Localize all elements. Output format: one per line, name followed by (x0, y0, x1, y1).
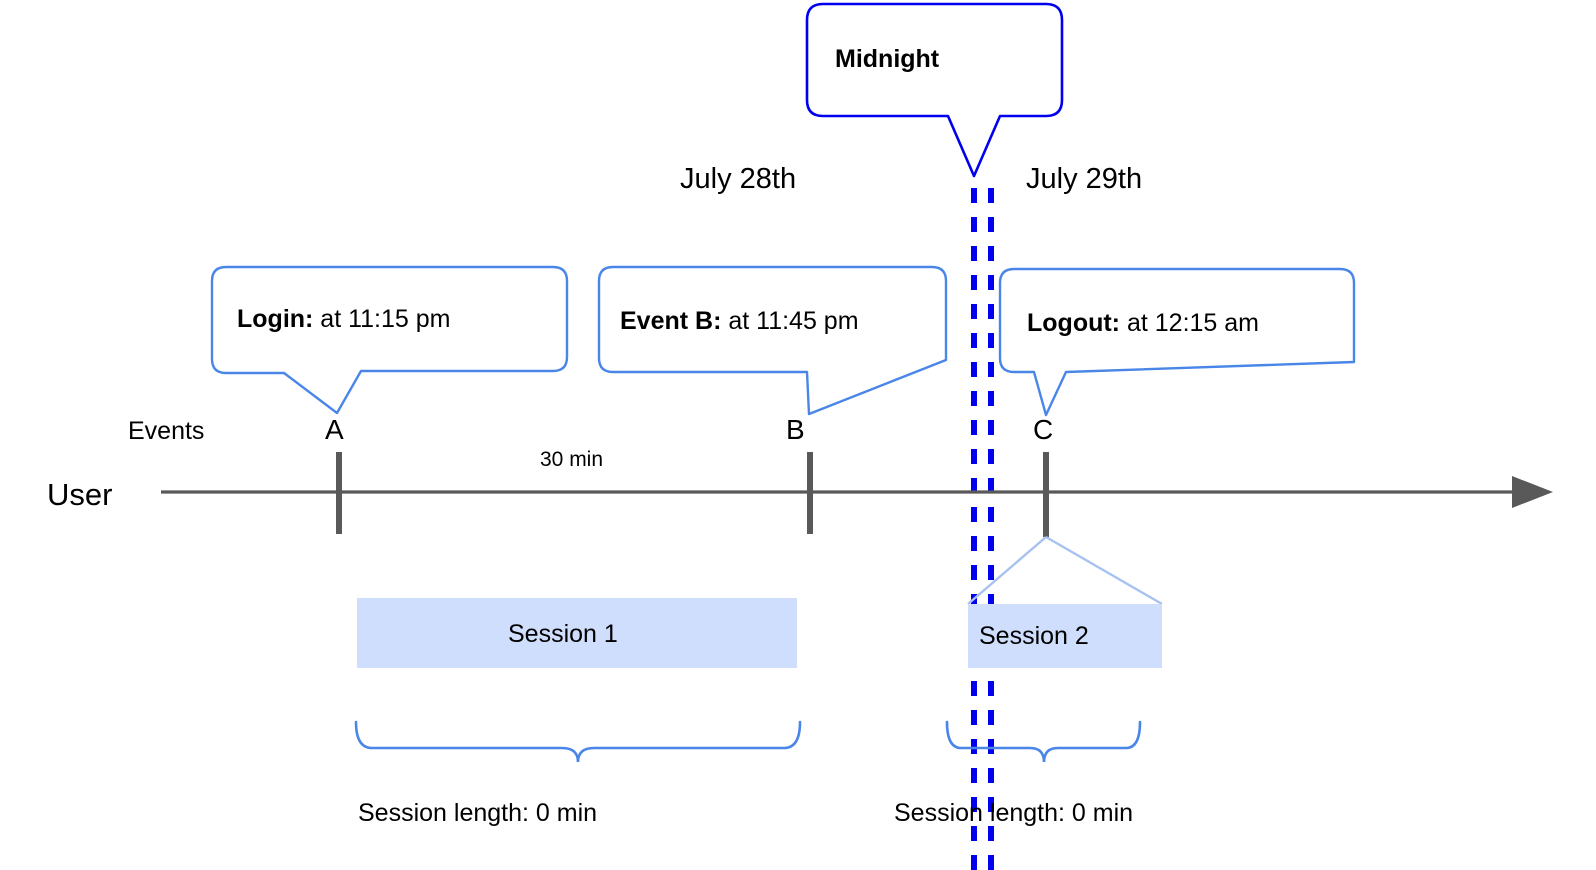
timeline-axis (161, 476, 1553, 508)
logout-callout-shape (998, 267, 1356, 417)
session-1-length-label: Session length: 0 min (358, 799, 598, 827)
timeline-arrowhead-icon (1512, 476, 1553, 508)
callout-bold-logout: Logout: (1027, 309, 1121, 337)
midnight-label: Midnight (835, 45, 940, 73)
session-1-label: Session 1 (508, 620, 618, 648)
user-row-label: User (47, 477, 113, 512)
session-2-length-label: Session length: 0 min (894, 799, 1134, 827)
midnight-dashed-lines (971, 188, 994, 870)
callout-bold-eventb: Event B: (620, 307, 722, 335)
callout-rest-login: at 11:15 pm (313, 305, 451, 333)
event-ticks (336, 452, 1049, 537)
interval-label-30min: 30 min (540, 448, 604, 471)
fan-line-right (1045, 535, 1163, 606)
events-row-label: Events (128, 417, 205, 445)
callout-bold-login: Login: (237, 305, 314, 333)
point-label-b: B (786, 414, 805, 445)
session-2-brace (945, 720, 1142, 763)
date-label-july-29: July 29th (1026, 163, 1143, 195)
callout-text-logout: Logout: at 12:15 am (1027, 311, 1259, 336)
session-1-bar (357, 598, 797, 668)
session-2-label: Session 2 (979, 622, 1089, 650)
callout-text-eventb: Event B: at 11:45 pm (620, 309, 859, 334)
session2-fan-lines (967, 535, 1163, 606)
callout-rest-eventb: at 11:45 pm (721, 307, 859, 335)
point-label-a: A (325, 414, 344, 445)
callout-rest-logout: at 12:15 am (1120, 309, 1259, 337)
login-callout-shape (210, 265, 569, 415)
date-label-july-28: July 28th (680, 163, 797, 195)
eventb-callout-shape (597, 265, 948, 416)
callout-text-login: Login: at 11:15 pm (237, 307, 450, 332)
session-1-brace (354, 720, 802, 763)
fan-line-left (967, 536, 1047, 605)
point-label-c: C (1033, 414, 1054, 445)
session-2-bar (968, 604, 1162, 668)
midnight-callout-shape (805, 2, 1064, 178)
